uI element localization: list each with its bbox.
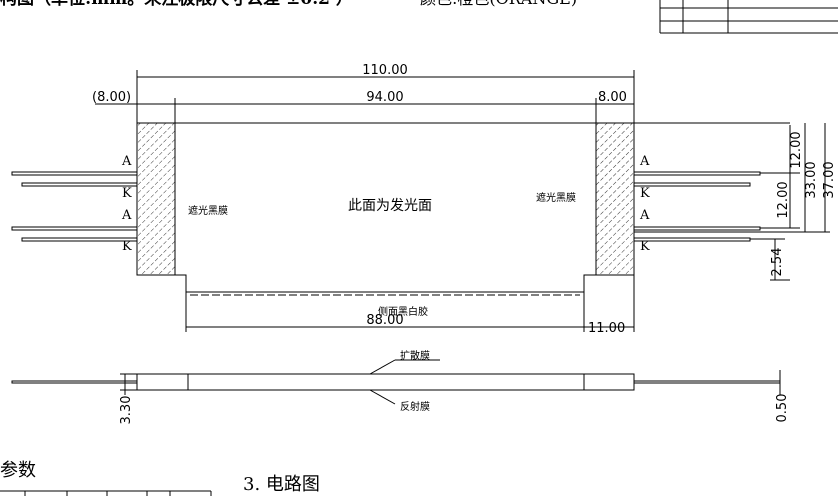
dim-height-37: 37.00: [822, 161, 837, 198]
reflector-film-label: 反射膜: [400, 401, 430, 413]
pin-a-label: A: [121, 208, 132, 223]
color-note: 颜色:橙色(ORANGE): [420, 0, 577, 8]
pin-labels: A K A K A K A K: [121, 154, 650, 254]
pin-a-label: A: [121, 154, 132, 169]
side-glue-label: 侧面黑白胶: [378, 305, 428, 318]
diffuser-film-label: 扩散膜: [400, 349, 430, 362]
pin-a-label: A: [639, 154, 650, 169]
dim-inner-width: 94.00: [366, 90, 403, 105]
parameters-heading: 参数: [0, 460, 36, 481]
parameters-table: [0, 490, 212, 496]
dim-left-offset: (8.00): [92, 90, 131, 105]
dim-height-33: 33.00: [804, 161, 819, 198]
pin-k-label: K: [122, 239, 132, 254]
dim-thickness: 3.30: [119, 396, 134, 425]
dim-pitch-2: 12.00: [776, 181, 791, 218]
dim-bottom-right: 11.00: [588, 321, 625, 336]
shading-film-left-label: 遮光黑膜: [188, 204, 228, 217]
emitting-face-label: 此面为发光面: [348, 198, 432, 214]
top-view: [11, 70, 830, 332]
pin-a-label: A: [639, 208, 650, 223]
side-view: [11, 359, 781, 405]
circuit-heading: 3. 电路图: [243, 474, 320, 495]
shading-film-right-label: 遮光黑膜: [536, 191, 576, 204]
pin-k-label: K: [640, 186, 650, 201]
dim-bottom-width: 88.00: [366, 313, 403, 328]
title-block: [659, 0, 838, 34]
drawing-title: 构图（单位:mm。未注极限尺寸公差 ±0.2 ）: [0, 0, 353, 9]
pin-k-label: K: [640, 239, 650, 254]
dim-pitch-1: 12.00: [789, 131, 804, 168]
dim-right-offset: 8.00: [598, 90, 627, 105]
dim-pin-thickness: 0.50: [775, 394, 790, 423]
pin-k-label: K: [122, 186, 132, 201]
dim-overall-width: 110.00: [362, 63, 408, 78]
dimension-labels: 110.00 94.00 (8.00) 8.00 88.00 11.00 12.…: [92, 63, 837, 336]
dim-pin-offset: 2.54: [770, 248, 785, 277]
